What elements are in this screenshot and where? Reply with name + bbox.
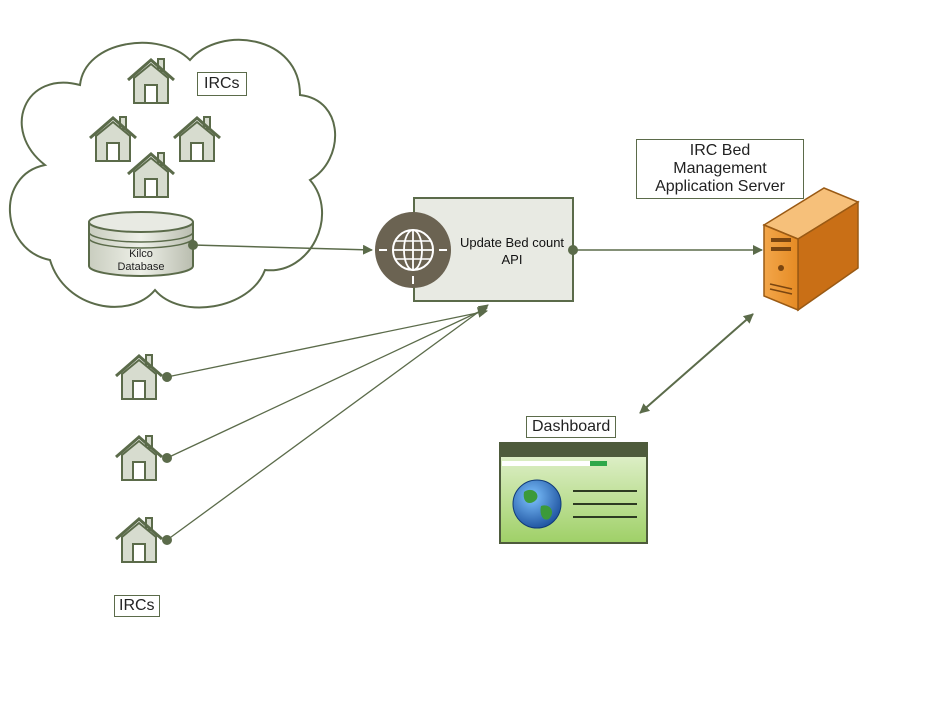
connector-dot (162, 535, 172, 545)
connector-dot (188, 240, 198, 250)
house-icon (114, 353, 164, 401)
ircs-bottom-label: IRCs (114, 595, 160, 617)
database-label-line2: Database (117, 261, 164, 273)
api-box (413, 197, 574, 302)
api-label-line2: API (501, 252, 523, 267)
server-label-line2: Application Server (655, 178, 785, 195)
connector-dot (162, 453, 172, 463)
api-label-line1: Update Bed count (459, 235, 565, 250)
irc-to-api-connector (166, 307, 488, 459)
house-icon (114, 516, 164, 564)
house-icon (114, 434, 164, 482)
connector-dot (162, 372, 172, 382)
dashboard-label: Dashboard (526, 416, 617, 438)
database-icon: Kilco Database (88, 211, 194, 277)
ircs-top-label: IRCs (197, 72, 247, 96)
dashboard-window-icon (499, 442, 648, 544)
irc-to-api-connector (166, 307, 488, 378)
irc-to-api-connector (166, 304, 489, 541)
db-to-api-connector (192, 244, 373, 255)
server-label-line1: IRC Bed Management (673, 142, 767, 177)
globe-icon (375, 212, 451, 288)
server-icon (762, 187, 860, 312)
api-label: Update Bed count API (450, 234, 574, 268)
connector-dot (568, 245, 578, 255)
server-label: IRC Bed Management Application Server (636, 139, 804, 199)
database-label-line1: Kilco (129, 248, 153, 260)
dashboard-server-connector (639, 313, 754, 414)
